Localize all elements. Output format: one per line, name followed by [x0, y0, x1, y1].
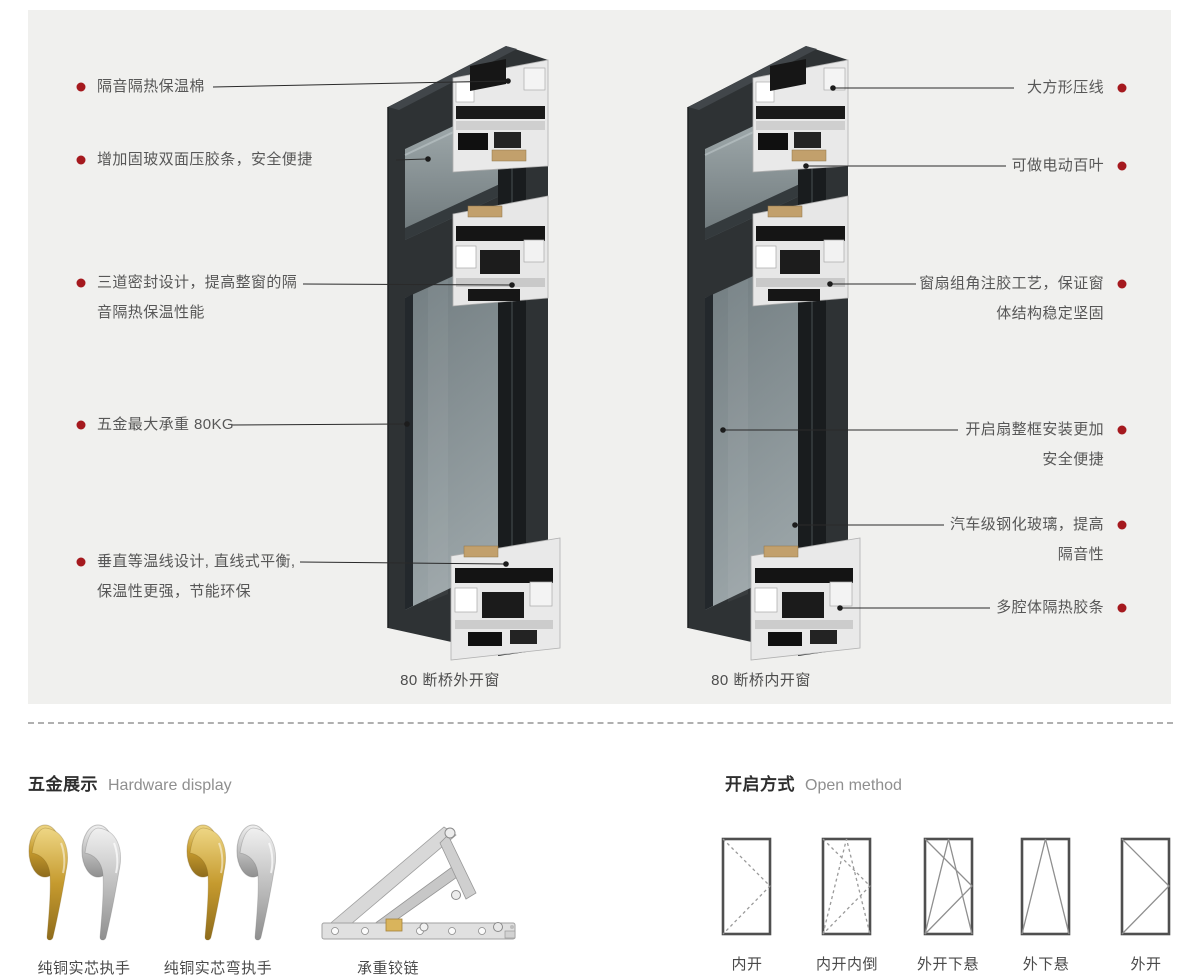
hardware-title-zh: 五金展示	[28, 775, 98, 794]
hardware-item-label: 纯铜实芯弯执手	[163, 960, 273, 977]
callout-label: 多腔体隔热胶条	[996, 593, 1104, 623]
callout-line-text: 增加固玻双面压胶条，安全便捷	[97, 151, 313, 168]
callout-line-text: 隔音性	[1057, 546, 1104, 563]
window-caption-left: 80 断桥外开窗	[400, 672, 500, 689]
callout-line-text: 隔音隔热保温棉	[97, 78, 205, 95]
callout-label: 开启扇整框安装更加 安全便捷	[965, 415, 1104, 475]
open-method-dashed-lines	[722, 838, 871, 935]
callout-label: 五金最大承重 80KG	[97, 410, 234, 440]
open-method-label: 内开内倒	[815, 956, 879, 973]
callout-lines-right	[725, 87, 1014, 609]
open-method-icon-outward	[1120, 837, 1171, 936]
open-method-icon-bottom-hung	[1020, 837, 1071, 936]
handle-gold-straight-icon	[28, 824, 69, 941]
open-method-frames	[721, 837, 1171, 936]
callout-line-text: 三道密封设计，提高整窗的隔	[97, 274, 298, 291]
open-method-icon-tilt-turn	[821, 837, 872, 936]
window-illustration-right	[687, 45, 861, 661]
open-method-solid-lines	[924, 838, 1170, 935]
callout-line-text: 窗扇组角注胶工艺，保证窗	[919, 275, 1104, 292]
callout-line-text: 可做电动百叶	[1011, 157, 1104, 174]
callout-end-dots-right	[720, 85, 843, 611]
callout-line-text: 体结构稳定坚固	[996, 305, 1104, 322]
callout-line-text: 汽车级钢化玻璃，提高	[949, 516, 1104, 533]
window-illustration-left	[387, 45, 561, 661]
hardware-title-en: Hardware display	[108, 777, 232, 794]
callout-lines-left	[212, 80, 511, 565]
callout-label: 隔音隔热保温棉	[97, 72, 205, 102]
dotted-divider	[28, 722, 1173, 724]
callout-line-text: 保温性更强，节能环保	[97, 583, 252, 600]
callout-label: 汽车级钢化玻璃，提高 隔音性	[950, 510, 1104, 570]
open-method-title-zh: 开启方式	[725, 775, 795, 794]
callout-line-text: 音隔热保温性能	[97, 304, 205, 321]
callout-label: 三道密封设计，提高整窗的隔 音隔热保温性能	[97, 268, 297, 328]
open-method-icon-inward	[721, 837, 772, 936]
handle-silver-bent-icon	[236, 824, 277, 941]
open-method-label: 外开下悬	[916, 956, 980, 973]
handle-gold-bent-icon	[186, 824, 227, 941]
handle-silver-straight-icon	[81, 824, 122, 941]
callout-label: 大方形压线	[1027, 73, 1104, 103]
open-method-label: 内开	[731, 956, 763, 973]
callout-label: 窗扇组角注胶工艺，保证窗 体结构稳定坚固	[919, 269, 1104, 329]
callout-end-dots-left	[404, 78, 515, 567]
bullet-dots	[76, 82, 1127, 613]
load-bearing-hinge-icon	[321, 826, 516, 940]
open-method-section-heading: 开启方式 Open method	[725, 770, 902, 795]
callout-line-text: 五金最大承重 80KG	[97, 416, 234, 433]
callout-line-text: 垂直等温线设计, 直线式平衡,	[97, 553, 296, 570]
callout-line-text: 安全便捷	[1042, 451, 1104, 468]
open-method-title-en: Open method	[805, 777, 902, 794]
showcase-panel	[28, 10, 1171, 704]
open-method-label: 外下悬	[1022, 956, 1070, 973]
callout-line-text: 多腔体隔热胶条	[996, 599, 1104, 616]
callout-label: 增加固玻双面压胶条，安全便捷	[97, 145, 313, 175]
hardware-item-label: 纯铜实芯执手	[37, 960, 131, 977]
callout-line-text: 大方形压线	[1026, 79, 1104, 96]
callout-label: 垂直等温线设计, 直线式平衡, 保温性更强，节能环保	[97, 547, 296, 607]
window-caption-right: 80 断桥内开窗	[711, 672, 811, 689]
hardware-item-label: 承重铰链	[356, 960, 420, 977]
callout-label: 可做电动百叶	[1012, 151, 1104, 181]
callout-line-text: 开启扇整框安装更加	[965, 421, 1104, 438]
hardware-section-heading: 五金展示 Hardware display	[28, 770, 232, 795]
open-method-label: 外开	[1130, 956, 1162, 973]
open-method-icon-outward-bottom-hung	[923, 837, 974, 936]
